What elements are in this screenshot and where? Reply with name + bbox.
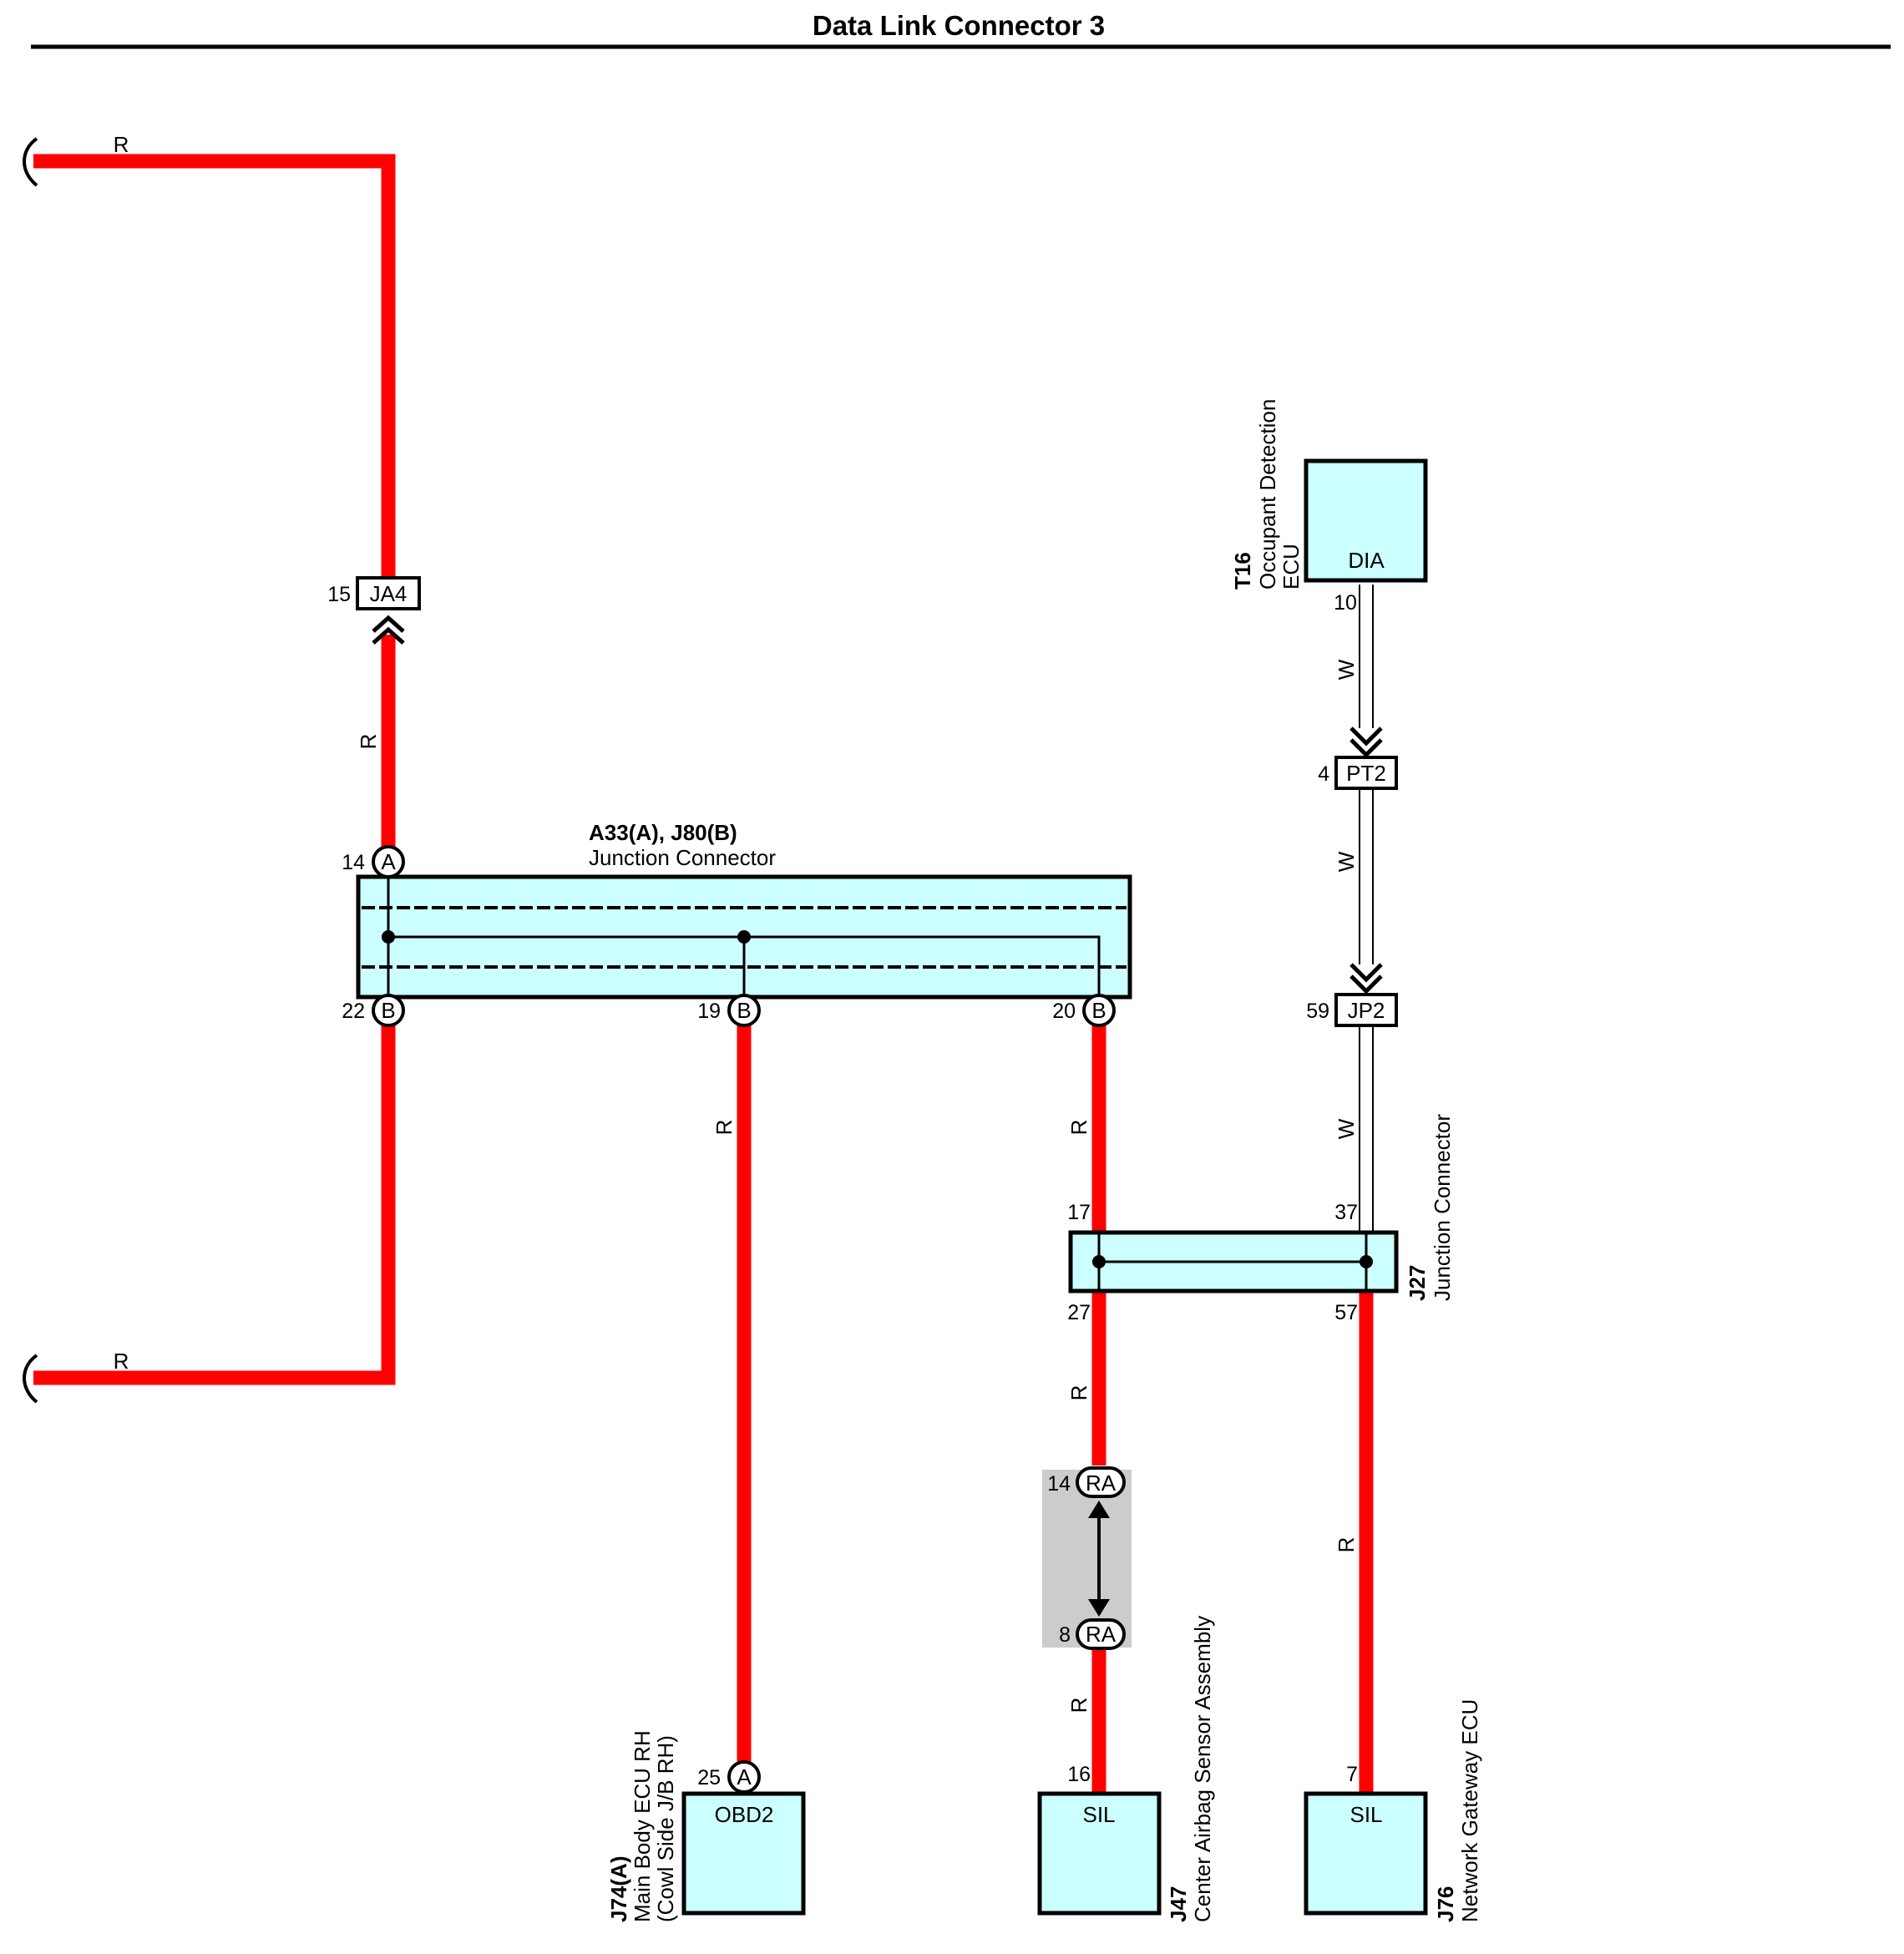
wire-break-bottom-left-icon bbox=[23, 1354, 38, 1404]
connector-jp2-pin: 59 bbox=[1306, 1000, 1329, 1023]
chevron-down-icon bbox=[1350, 726, 1383, 747]
wire-color-label: W bbox=[1334, 851, 1359, 872]
pin-number: 20 bbox=[1052, 1000, 1076, 1023]
connector-jp2-code: JP2 bbox=[1348, 998, 1385, 1023]
j74-terminal: OBD2 bbox=[715, 1802, 774, 1827]
ra-bottom-pin: 8 bbox=[1059, 1623, 1071, 1647]
component-j47-center-airbag-sensor[interactable]: 16 SIL J47 Center Airbag Sensor Assembly bbox=[1037, 1616, 1215, 1922]
wire-color-label: R bbox=[114, 132, 129, 157]
j74-pin-letter: A bbox=[737, 1764, 752, 1789]
arrow-up-icon bbox=[1088, 1501, 1110, 1518]
junction-connector-a33-j80[interactable]: A33(A), J80(B) Junction Connector A 14 B… bbox=[342, 820, 1132, 1027]
page-title: Data Link Connector 3 bbox=[813, 10, 1105, 41]
wire-color-label: R bbox=[1066, 1698, 1091, 1714]
j27-pin-in-right: 37 bbox=[1334, 1201, 1358, 1224]
j76-code: J76 bbox=[1433, 1886, 1458, 1922]
component-j74-main-body-ecu-rh[interactable]: A 25 OBD2 J74(A) Main Body ECU RH (Cowl … bbox=[606, 1730, 806, 1922]
t16-name-line1: Occupant Detection bbox=[1255, 399, 1280, 590]
pin-number: 14 bbox=[342, 851, 365, 874]
chevron-down-icon bbox=[1350, 974, 1383, 995]
wire-color-label: R bbox=[1334, 1537, 1359, 1553]
wire-t16-to-pt2[interactable] bbox=[1359, 585, 1374, 728]
arrow-down-icon bbox=[1088, 1599, 1110, 1617]
wire-color-label: W bbox=[1334, 1118, 1359, 1139]
j27-pin-out-left: 27 bbox=[1067, 1301, 1091, 1324]
component-t16-occupant-detection-ecu[interactable]: DIA T16 Occupant Detection ECU 10 bbox=[1230, 399, 1428, 615]
connector-jp2[interactable]: JP2 59 bbox=[1306, 963, 1398, 1027]
connector-ja4-pin: 15 bbox=[327, 583, 351, 606]
chevron-up-icon bbox=[372, 615, 405, 633]
j74-pin: 25 bbox=[697, 1766, 721, 1789]
wire-color-label: R bbox=[1066, 1385, 1091, 1401]
junction-a33-subtitle: Junction Connector bbox=[589, 845, 776, 870]
connector-pt2[interactable]: PT2 4 bbox=[1318, 726, 1398, 790]
j76-terminal: SIL bbox=[1350, 1802, 1382, 1827]
j74-name-line2: (Cowl Side J/B RH) bbox=[653, 1735, 678, 1922]
wire-a33-pin22-to-bottom-left[interactable] bbox=[33, 1024, 396, 1385]
component-j76-network-gateway-ecu[interactable]: 7 SIL J76 Network Gateway ECU bbox=[1304, 1699, 1482, 1922]
pin-circle bbox=[1082, 994, 1116, 1027]
t16-terminal: DIA bbox=[1348, 548, 1385, 573]
red-wires bbox=[33, 154, 1374, 1794]
j76-pin: 7 bbox=[1346, 1763, 1358, 1786]
ra-top-pin: 14 bbox=[1047, 1472, 1071, 1496]
pin-circle bbox=[372, 845, 405, 878]
pin-circle bbox=[727, 994, 761, 1027]
t16-name-line2: ECU bbox=[1279, 544, 1304, 590]
wire-color-labels: R R R R R R R R W W W bbox=[114, 132, 1359, 1713]
chevron-down-icon bbox=[1350, 963, 1383, 983]
j47-code: J47 bbox=[1166, 1886, 1191, 1922]
j76-name: Network Gateway ECU bbox=[1457, 1699, 1482, 1922]
j74-name-line1: Main Body ECU RH bbox=[630, 1730, 655, 1922]
j47-pin: 16 bbox=[1067, 1763, 1091, 1786]
pin-letter: A bbox=[381, 849, 396, 874]
junction-a33-title: A33(A), J80(B) bbox=[589, 820, 737, 845]
wire-pt2-to-jp2[interactable] bbox=[1359, 785, 1374, 964]
pin-letter: B bbox=[1091, 998, 1106, 1023]
ra-bottom-code: RA bbox=[1086, 1622, 1117, 1647]
j74-code: J74(A) bbox=[606, 1856, 631, 1922]
j27-code: J27 bbox=[1405, 1265, 1430, 1301]
t16-pin: 10 bbox=[1334, 591, 1357, 615]
white-wires bbox=[1359, 585, 1374, 1233]
wire-color-label: R bbox=[711, 1120, 737, 1136]
connector-ja4-code: JA4 bbox=[370, 581, 408, 606]
wire-color-label: R bbox=[114, 1349, 129, 1374]
wire-jp2-to-j27[interactable] bbox=[1359, 1025, 1374, 1233]
pin-number: 22 bbox=[342, 1000, 365, 1023]
junction-connector-j27[interactable]: 17 37 27 57 J27 Junction Connector bbox=[1067, 1114, 1455, 1324]
j47-terminal: SIL bbox=[1082, 1802, 1115, 1827]
wire-break-top-left-icon bbox=[23, 137, 38, 187]
wire-top-left-to-ja4[interactable] bbox=[33, 154, 396, 578]
connector-pt2-code: PT2 bbox=[1346, 761, 1386, 786]
chevron-down-icon bbox=[1350, 738, 1383, 758]
pin-number: 19 bbox=[697, 1000, 721, 1023]
j47-name: Center Airbag Sensor Assembly bbox=[1190, 1616, 1215, 1922]
j27-pin-in-left: 17 bbox=[1067, 1201, 1091, 1224]
j27-name: Junction Connector bbox=[1430, 1114, 1455, 1301]
j27-pin-out-right: 57 bbox=[1334, 1301, 1358, 1324]
pin-circle bbox=[372, 994, 405, 1027]
chevron-up-icon bbox=[372, 626, 405, 645]
wire-color-label: W bbox=[1334, 659, 1359, 680]
inline-connector-ra[interactable]: RA 14 RA 8 bbox=[1042, 1466, 1132, 1650]
t16-code: T16 bbox=[1230, 552, 1255, 590]
wire-color-label: R bbox=[1066, 1120, 1091, 1136]
connector-pt2-pin: 4 bbox=[1318, 762, 1329, 786]
wire-color-label: R bbox=[356, 734, 381, 750]
connector-ja4[interactable]: JA4 15 bbox=[327, 576, 421, 645]
pin-letter: B bbox=[737, 998, 751, 1023]
ra-top-code: RA bbox=[1086, 1471, 1117, 1496]
pin-letter: B bbox=[381, 998, 395, 1023]
